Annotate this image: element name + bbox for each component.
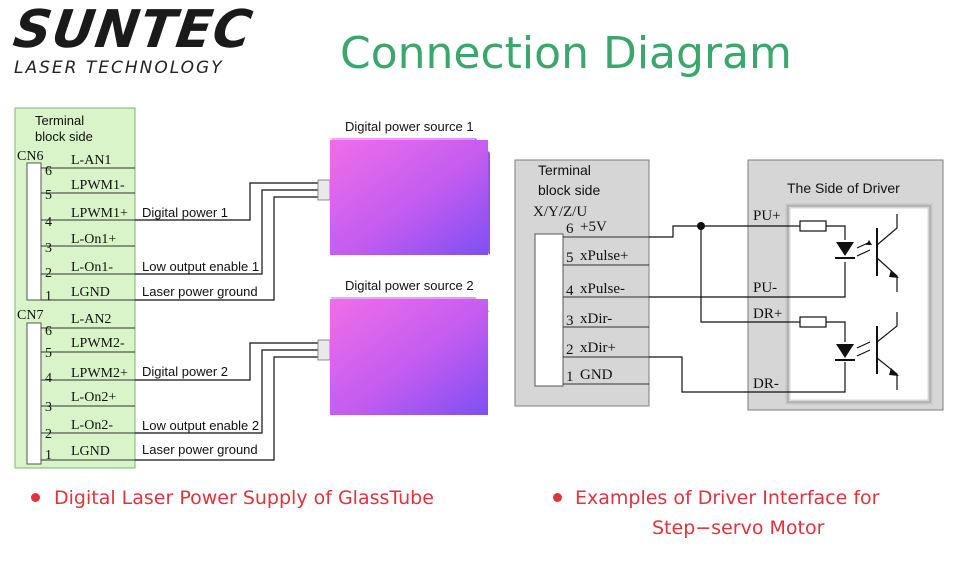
cn6-pin-num-1: 1 — [45, 289, 52, 304]
driver-title: The Side of Driver — [787, 180, 900, 196]
cn7-pin-num-6: 6 — [45, 324, 52, 339]
cn7-label: CN7 — [17, 308, 44, 323]
cn7-pin-num-3: 3 — [45, 400, 52, 415]
cn7-pin-name-2: L-On2- — [71, 418, 113, 433]
page-title: Connection Diagram — [340, 28, 792, 79]
wire-label-digital-power-1: Digital power 1 — [142, 205, 228, 220]
power-source-2-label: Digital power source 2 — [345, 278, 474, 293]
wire-label-digital-power-2: Digital power 2 — [142, 364, 228, 379]
cn7-pin-name-4: LPWM2+ — [71, 366, 128, 381]
driver-terminal-dr-minus: DR- — [753, 376, 779, 392]
axis-pin-num-4: 4 — [566, 283, 574, 299]
cn7-pin-name-6: L-AN2 — [71, 312, 112, 327]
axis-label: X/Y/Z/U — [533, 204, 588, 220]
cn6-connector — [26, 162, 42, 301]
cn7-pin-num-4: 4 — [45, 371, 52, 386]
cn6-pin-name-2: L-On1- — [71, 260, 113, 275]
cn7-connector — [26, 322, 42, 465]
axis-pin-num-6: 6 — [566, 221, 574, 237]
right-terminal-heading-1: Terminal — [538, 162, 591, 178]
wire-label-laser-power-ground-1: Laser power ground — [142, 284, 258, 299]
axis-pin-name-5: xPulse+ — [580, 248, 629, 264]
caption-left: Digital Laser Power Supply of GlassTube — [54, 487, 434, 509]
cn6-pin-num-6: 6 — [45, 164, 52, 179]
driver-terminal-pu-plus: PU+ — [753, 208, 781, 224]
cn6-pin-name-6: L-AN1 — [71, 153, 112, 168]
driver-terminal-dr-plus: DR+ — [753, 306, 783, 322]
cn7-pin-num-5: 5 — [45, 346, 52, 361]
axis-pin-name-2: xDir+ — [580, 340, 616, 356]
cn6-pin-num-5: 5 — [45, 188, 52, 203]
caption-right-line1: Examples of Driver Interface for — [575, 487, 880, 509]
wire-label-low-output-enable-2: Low output enable 2 — [142, 418, 260, 433]
cn6-label: CN6 — [17, 149, 44, 164]
driver-terminal-pu-minus: PU- — [753, 280, 778, 296]
cn6-pin-name-4: LPWM1+ — [71, 206, 128, 221]
cn6-pin-num-3: 3 — [45, 241, 52, 256]
cn7-pin-name-1: LGND — [71, 444, 110, 459]
cn7-pin-name-5: LPWM2- — [71, 336, 125, 351]
right-terminal-heading-2: block side — [538, 182, 601, 198]
cn6-pin-name-5: LPWM1- — [71, 178, 125, 193]
cn6-pin-name-1: LGND — [71, 285, 110, 300]
wire-label-laser-power-ground-2: Laser power ground — [142, 442, 258, 457]
axis-pin-name-6: +5V — [580, 219, 607, 235]
bullet-icon — [31, 493, 40, 502]
power-source-2-box — [330, 297, 490, 415]
bullet-icon — [553, 493, 562, 502]
power-source-1-box — [330, 138, 490, 255]
axis-pin-num-5: 5 — [566, 250, 574, 266]
cn6-pin-num-4: 4 — [45, 215, 52, 230]
axis-pin-name-3: xDir- — [580, 311, 613, 327]
axis-pin-num-2: 2 — [566, 342, 574, 358]
left-terminal-heading-2: block side — [35, 129, 93, 144]
cn6-pin-num-2: 2 — [45, 266, 52, 281]
left-terminal-heading-1: Terminal — [35, 113, 85, 128]
axis-pin-num-1: 1 — [566, 369, 574, 385]
axis-pin-name-4: xPulse- — [580, 281, 625, 297]
cn6-pin-name-3: L-On1+ — [71, 232, 117, 247]
caption-right-line2: Step−servo Motor — [652, 517, 825, 539]
axis-pin-num-3: 3 — [566, 313, 574, 329]
cn7-pin-num-1: 1 — [45, 448, 52, 463]
wire-label-low-output-enable-1: Low output enable 1 — [142, 259, 260, 274]
axis-connector — [534, 233, 564, 387]
axis-pin-name-1: GND — [580, 367, 613, 383]
power-source-1-label: Digital power source 1 — [345, 119, 474, 134]
cn7-pin-num-2: 2 — [45, 427, 52, 442]
cn7-pin-name-3: L-On2+ — [71, 390, 117, 405]
brand-tagline: LASER TECHNOLOGY — [14, 58, 224, 78]
